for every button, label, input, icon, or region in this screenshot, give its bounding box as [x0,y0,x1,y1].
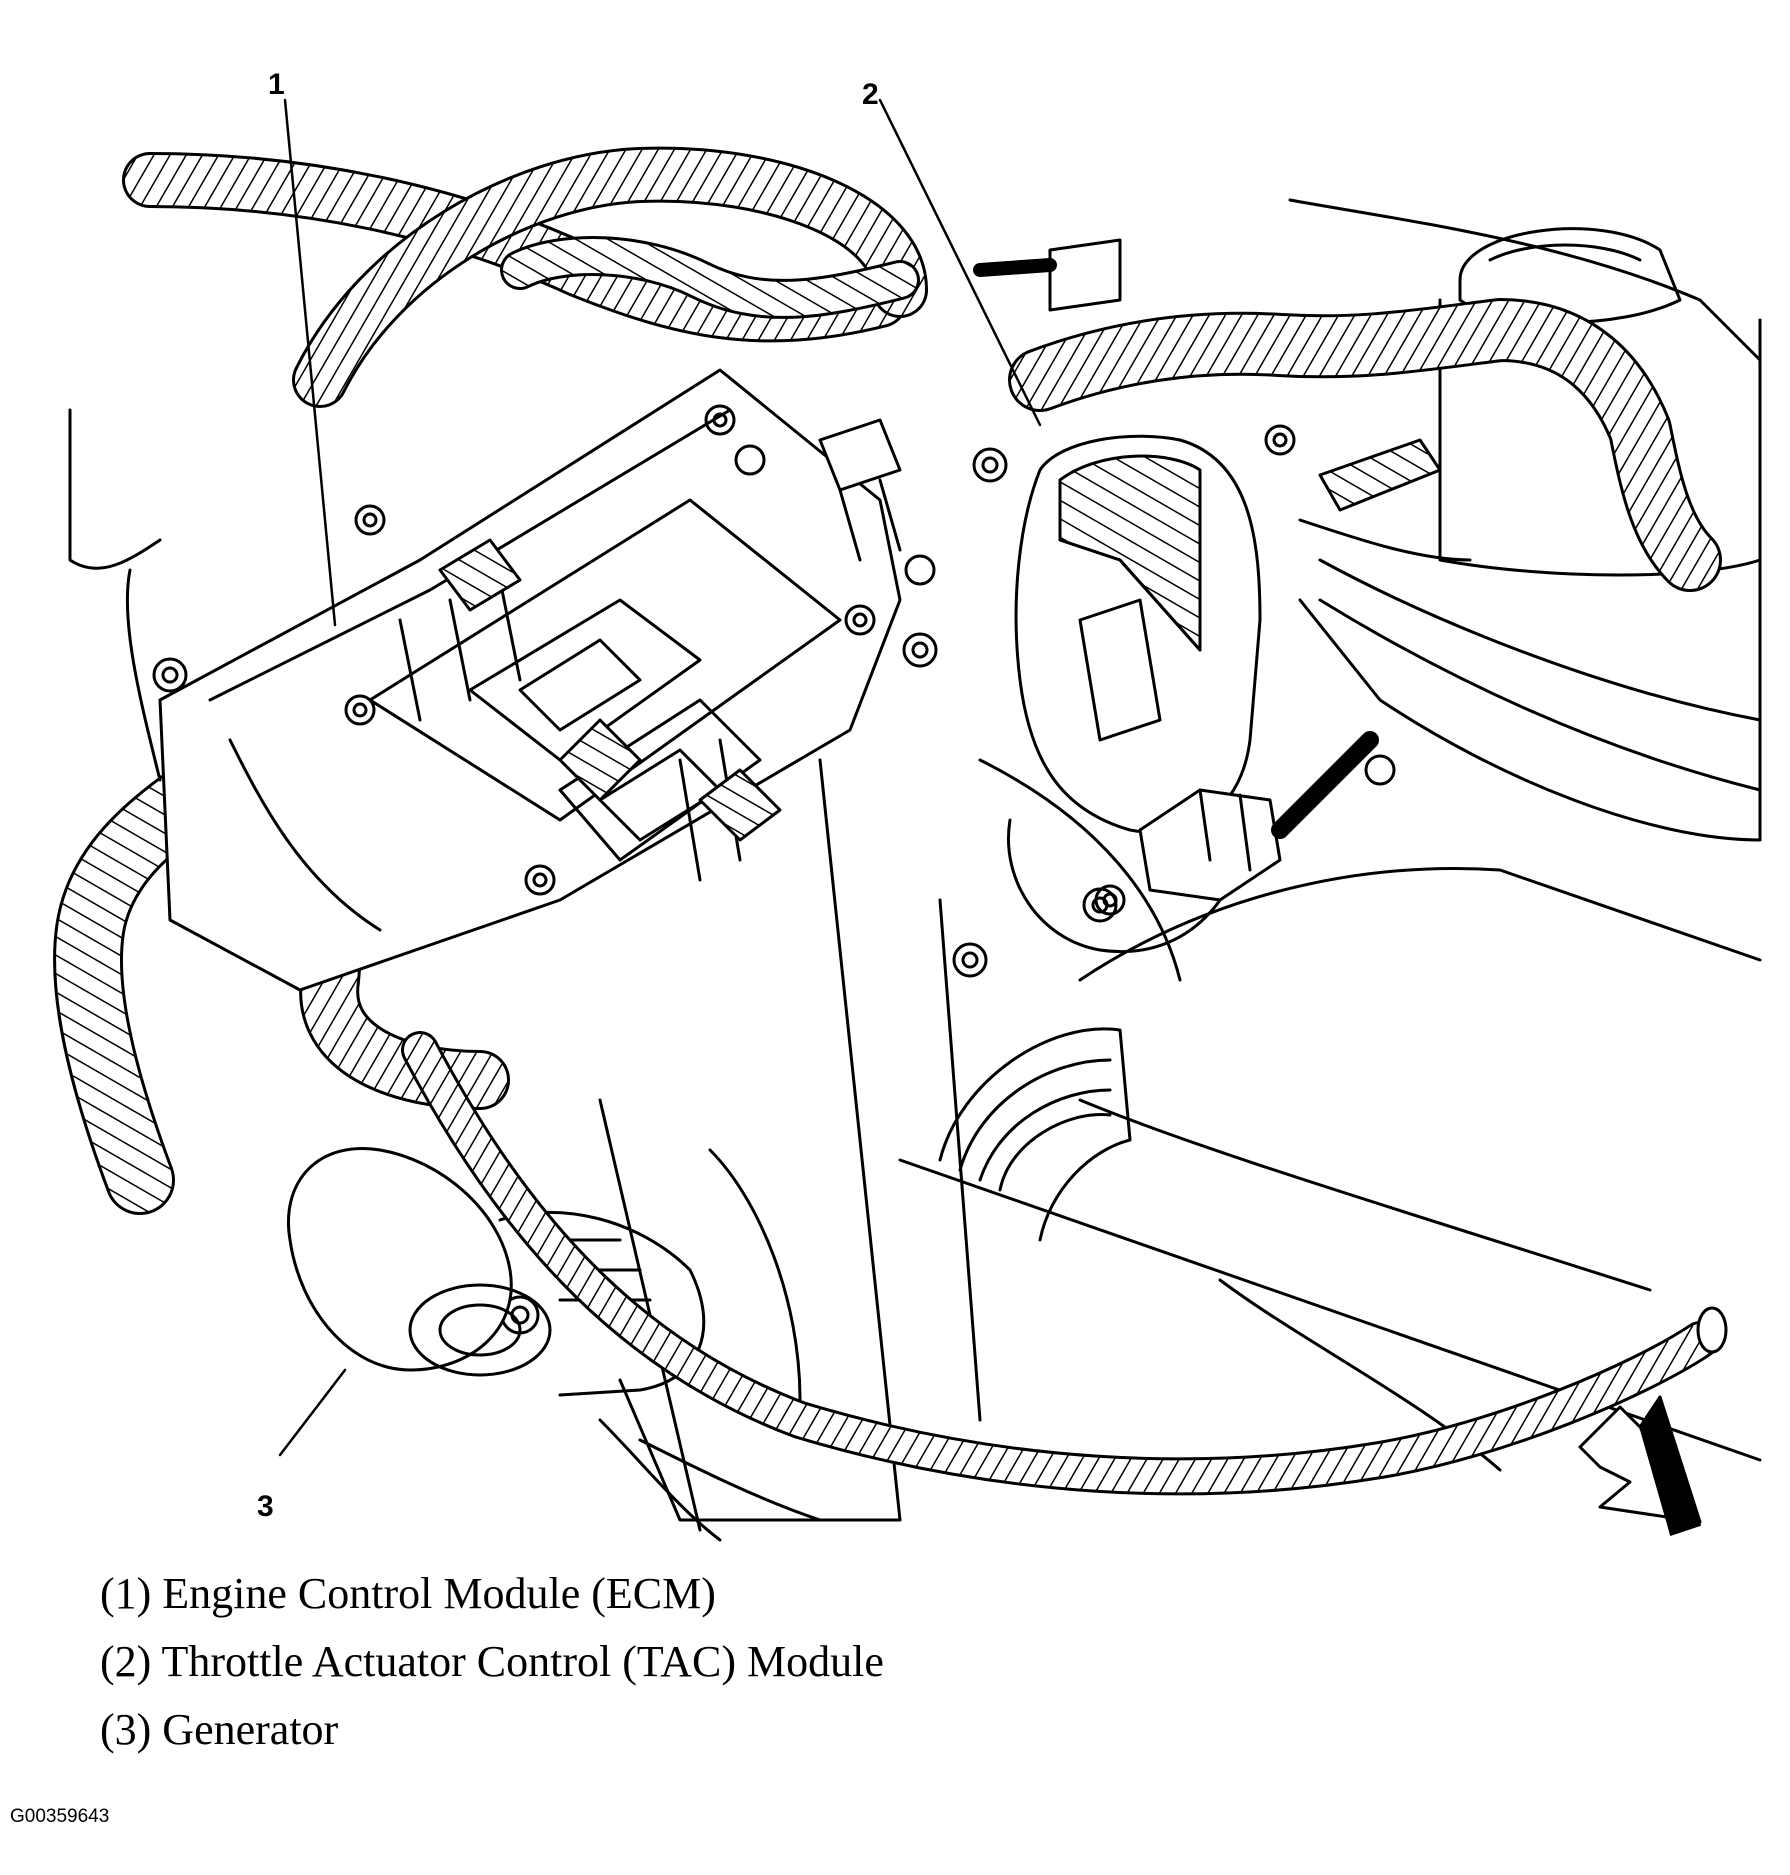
figure-id: G00359643 [10,1806,110,1827]
leader-line-1 [283,98,337,627]
tac-connector [1138,731,1379,902]
sensor-connector-upper [818,238,1122,562]
legend-item-ecm: (1) Engine Control Module (ECM) [100,1569,716,1618]
mounting-bolts [152,404,1396,1335]
leader-line-2 [878,98,1042,427]
leader-line-3 [278,1368,347,1457]
wiring-harness-upper [122,146,928,408]
legend-item-tac-module: (2) Throttle Actuator Control (TAC) Modu… [100,1637,884,1686]
engine-component-illustration [53,98,1762,1542]
front-direction-arrow-icon [1578,1395,1702,1536]
wiring-harness-right [1008,298,1722,592]
ecm-housing [158,368,902,992]
component-legend: (1) Engine Control Module (ECM) (2) Thro… [100,1560,884,1764]
generator [287,1147,822,1542]
accessory-pulley [938,1027,1132,1242]
ecm-connector-ribbed [438,538,782,842]
tac-module [1007,434,1262,953]
legend-item-generator: (3) Generator [100,1705,339,1754]
callout-number-2: 2 [862,78,879,111]
hose-clamp [1298,438,1472,562]
callout-number-3: 3 [257,1490,274,1523]
wiring-harness-lower [401,1031,1728,1496]
air-intake-duct [898,198,1762,1472]
callout-number-1: 1 [268,68,285,101]
